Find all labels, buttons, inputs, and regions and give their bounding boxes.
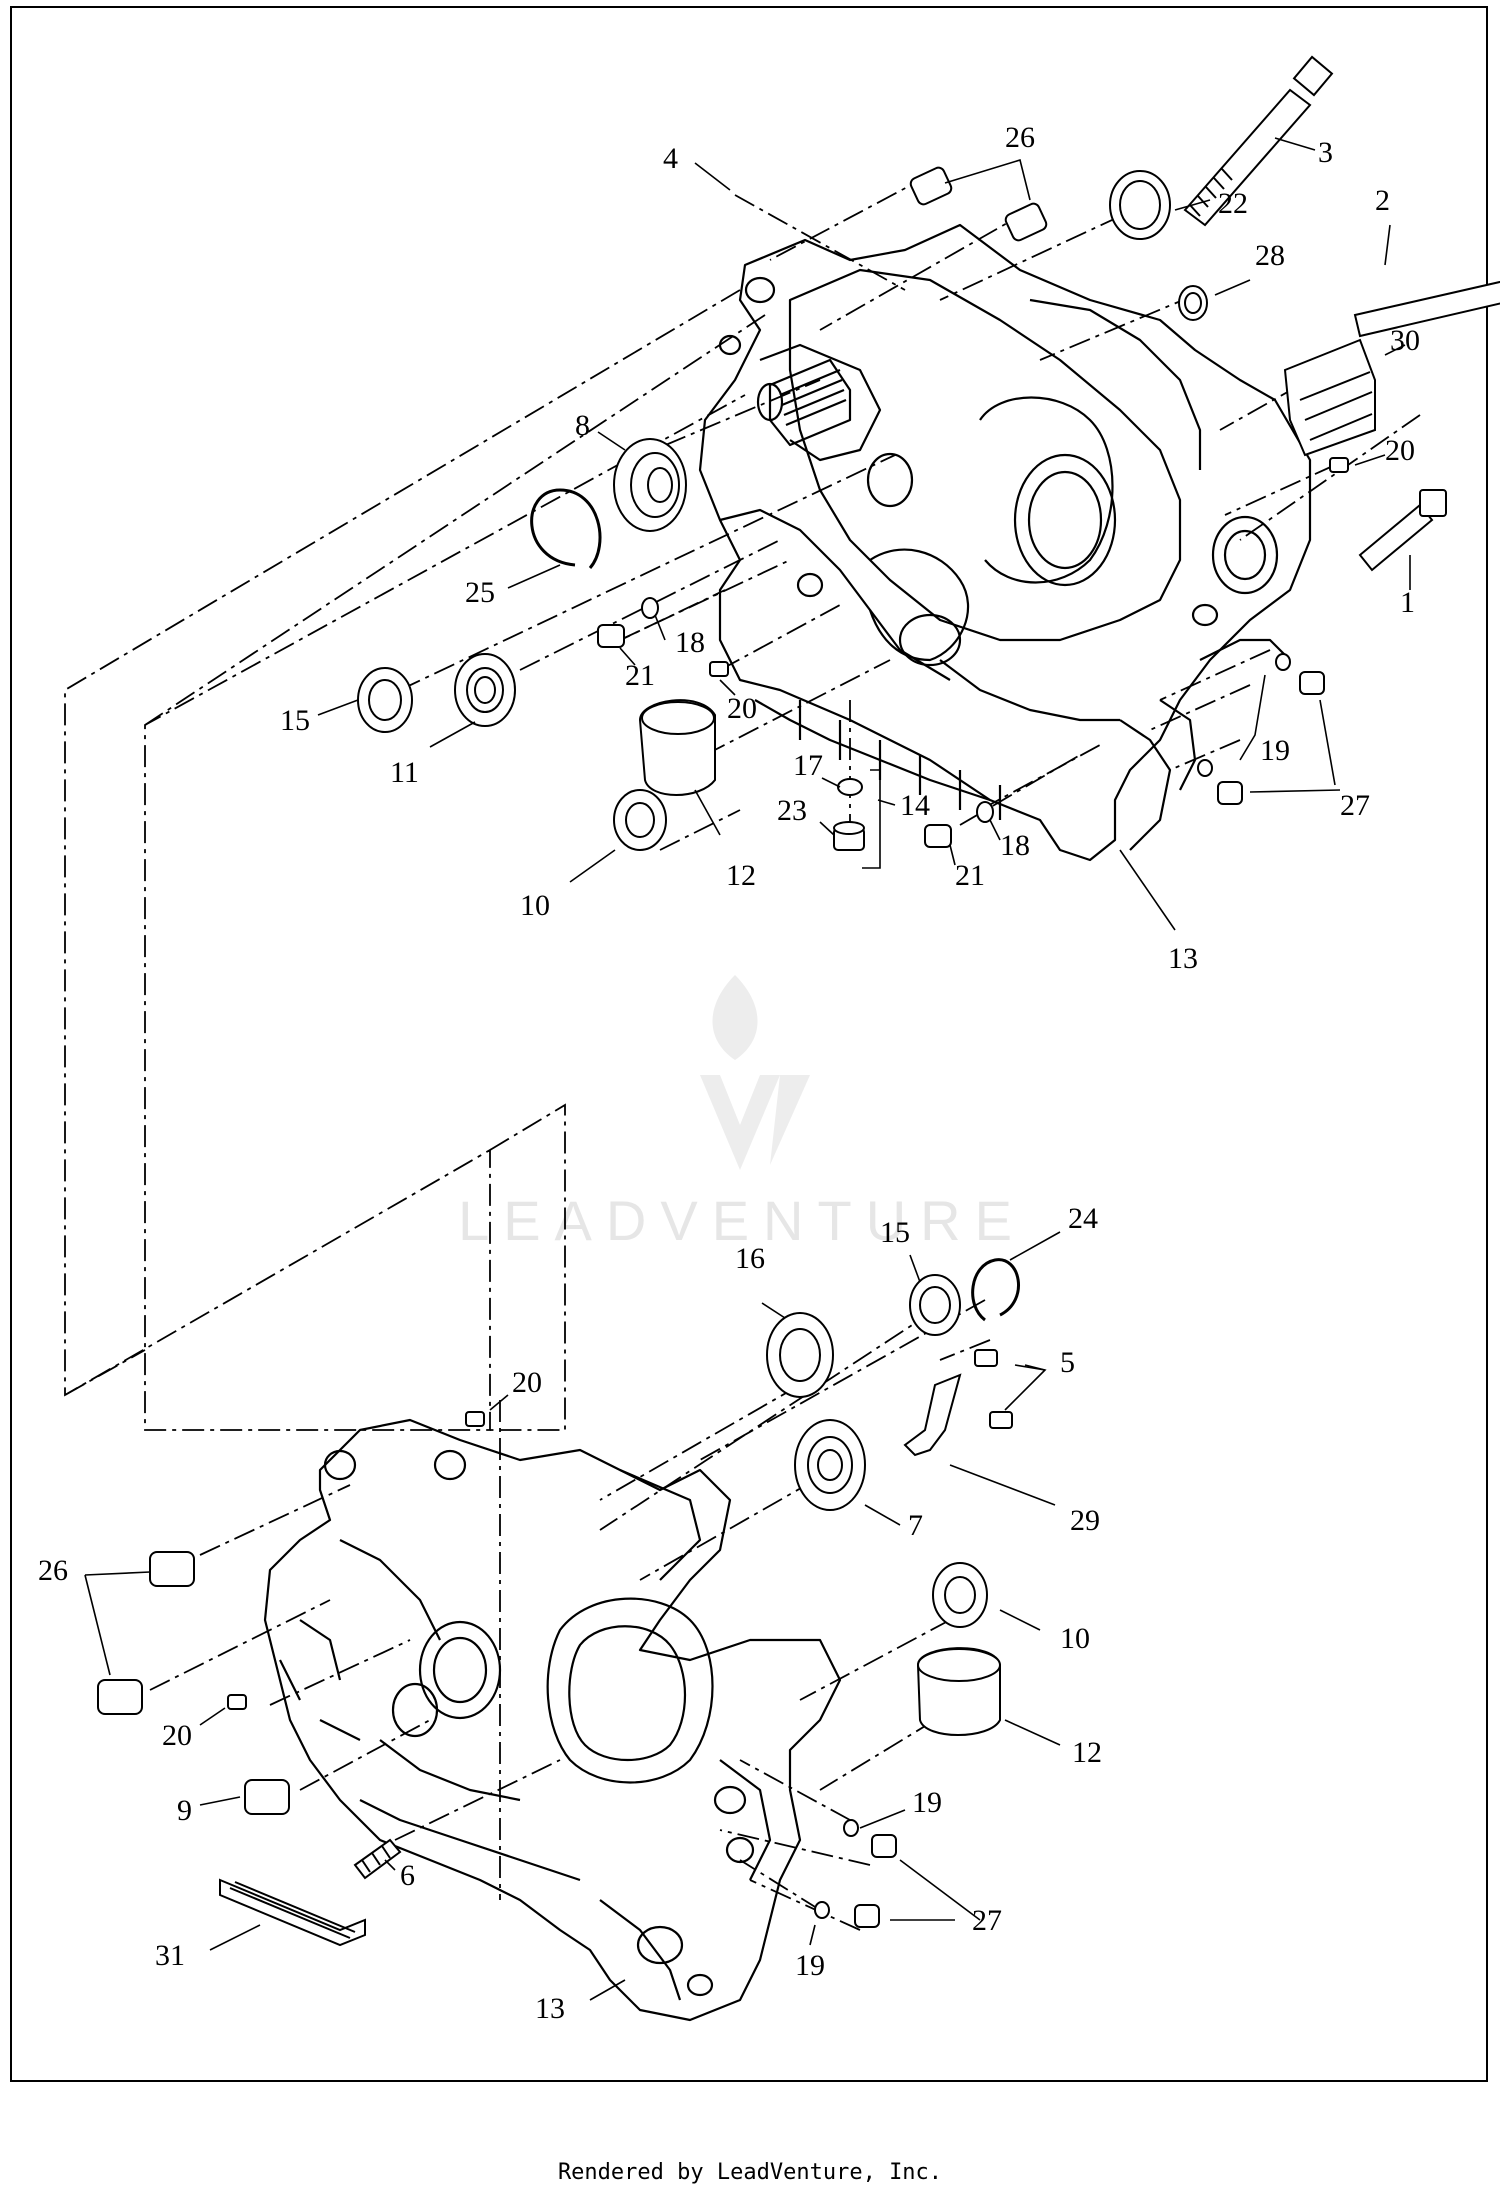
dowel-26b — [1004, 202, 1048, 242]
ring-19-upper-a — [1275, 653, 1291, 671]
callout-21-upper: 21 — [625, 659, 655, 692]
callout-29: 29 — [1070, 1504, 1100, 1537]
callout-18-upper: 18 — [675, 626, 705, 659]
bolt-1 — [1358, 489, 1447, 572]
race-12-lower — [916, 1647, 1001, 1736]
callout-7: 7 — [908, 1509, 923, 1542]
part-28 — [1178, 285, 1208, 321]
dowel-9 — [244, 1779, 290, 1815]
callout-20-lower-left: 20 — [162, 1719, 192, 1752]
callout-3: 3 — [1318, 136, 1333, 169]
bearing-7 — [794, 1419, 866, 1511]
callout-22: 22 — [1218, 187, 1248, 220]
dowel-20-lower-left — [227, 1694, 247, 1710]
callout-26-lower: 26 — [38, 1554, 68, 1587]
callout-14: 14 — [900, 789, 930, 822]
callout-19-lower-b: 19 — [795, 1949, 825, 1982]
dowel-21-upper — [597, 624, 625, 648]
ring-19-lower-a — [843, 1819, 859, 1837]
callout-27-upper: 27 — [1340, 789, 1370, 822]
callout-20-upper: 20 — [727, 692, 757, 725]
watermark-logo — [700, 975, 810, 1170]
bearing-15-lower — [909, 1274, 961, 1336]
callout-28: 28 — [1255, 239, 1285, 272]
bolt-5 — [974, 1349, 1013, 1429]
callout-15-lower: 15 — [880, 1216, 910, 1249]
callout-12-lower: 12 — [1072, 1736, 1102, 1769]
bearing-8 — [613, 438, 687, 532]
plug-27-lower-a — [871, 1834, 897, 1858]
lower-crankcase-half — [263, 1418, 842, 2022]
ring-17 — [837, 778, 863, 796]
callout-2: 2 — [1375, 184, 1390, 217]
callout-9: 9 — [177, 1794, 192, 1827]
seal-22 — [1109, 170, 1171, 240]
dowel-21-lower — [924, 824, 952, 848]
callout-8: 8 — [575, 409, 590, 442]
callout-15-upper: 15 — [280, 704, 310, 737]
dowel-26-lower-b — [97, 1679, 143, 1715]
plug-27-upper-b — [1217, 781, 1243, 805]
callout-19-lower-a: 19 — [912, 1786, 942, 1819]
watermark-text: LEADVENTURE — [458, 1189, 1026, 1252]
callout-20-upper-right: 20 — [1385, 434, 1415, 467]
snap-ring-25 — [530, 488, 602, 569]
callout-19-upper: 19 — [1260, 734, 1290, 767]
filter-30 — [1283, 338, 1376, 457]
callout-26-upper: 26 — [1005, 121, 1035, 154]
bearing-11 — [454, 653, 516, 727]
bearing-15-upper — [357, 667, 413, 733]
dowel-20-upper — [709, 661, 729, 677]
callout-17: 17 — [793, 749, 823, 782]
bracket-29 — [903, 1373, 962, 1457]
callout-27-lower: 27 — [972, 1904, 1002, 1937]
callout-5: 5 — [1060, 1346, 1075, 1379]
ring-18-lower — [976, 801, 994, 823]
callout-21-lower: 21 — [955, 859, 985, 892]
callout-30: 30 — [1390, 324, 1420, 357]
callout-23: 23 — [777, 794, 807, 827]
plug-27-lower-b — [854, 1904, 880, 1928]
bolt-2 — [1353, 280, 1500, 338]
callout-31: 31 — [155, 1939, 185, 1972]
bearing-10-upper — [613, 789, 667, 851]
callout-24: 24 — [1068, 1202, 1098, 1235]
ring-19-lower-b — [814, 1901, 830, 1919]
callout-leaders — [84, 137, 1411, 2001]
callout-13-upper: 13 — [1168, 942, 1198, 975]
callout-10-upper: 10 — [520, 889, 550, 922]
parts — [97, 55, 1500, 1947]
dowel-20-right — [1329, 457, 1349, 473]
callout-4: 4 — [663, 142, 678, 175]
callout-13-lower: 13 — [535, 1992, 565, 2025]
strainer-31 — [219, 1878, 366, 1947]
callout-20-lower-top: 20 — [512, 1366, 542, 1399]
callout-labels: 4 26 3 22 2 28 30 20 8 25 1 18 21 20 15 … — [38, 121, 1420, 2025]
dowel-26-lower-a — [149, 1551, 195, 1587]
callout-12-upper: 12 — [726, 859, 756, 892]
callout-18-lower: 18 — [1000, 829, 1030, 862]
callout-10-lower: 10 — [1060, 1622, 1090, 1655]
bolt-long-3 — [1183, 55, 1334, 227]
bearing-16 — [766, 1312, 834, 1398]
dowel-20-lower-top — [465, 1411, 485, 1427]
callout-1: 1 — [1400, 586, 1415, 619]
stud-6 — [353, 1838, 402, 1880]
upper-crankcase-half — [698, 223, 1312, 862]
race-12-upper — [638, 699, 716, 796]
bearing-10-lower — [932, 1562, 988, 1628]
plug-27-upper-a — [1299, 671, 1325, 695]
callout-11: 11 — [390, 756, 419, 789]
callout-16: 16 — [735, 1242, 765, 1275]
ring-19-upper-b — [1197, 759, 1213, 777]
dowel-26a — [909, 166, 953, 206]
callout-6: 6 — [400, 1859, 415, 1892]
plug-23 — [833, 821, 865, 851]
callout-25: 25 — [465, 576, 495, 609]
footer-credit: Rendered by LeadVenture, Inc. — [557, 2160, 943, 2185]
snap-ring-24 — [971, 1258, 1020, 1322]
ring-18-upper — [641, 597, 659, 619]
